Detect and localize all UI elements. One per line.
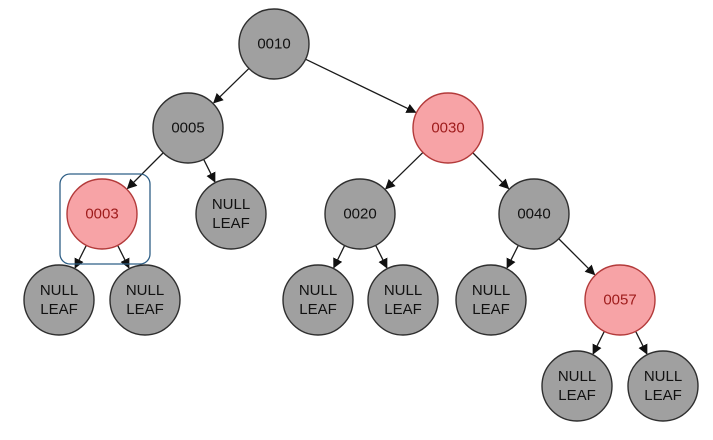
- node-label-null-leaf: NULL: [299, 282, 337, 299]
- tree-node-nl5[interactable]: NULL LEAF: [367, 264, 439, 336]
- edge-n0005-nl1: [203, 159, 216, 183]
- node-label-null-leaf: NULL: [472, 282, 510, 299]
- edge-n0020-nl4: [333, 245, 346, 269]
- node-label-null-leaf: LEAF: [299, 301, 337, 318]
- edge-n0040-n0057: [558, 238, 596, 276]
- node-label-null-leaf: LEAF: [644, 387, 682, 404]
- node-label-0010: 0010: [257, 36, 290, 53]
- tree-node-nl2[interactable]: NULL LEAF: [23, 264, 95, 336]
- selection-layer: [59, 173, 151, 265]
- node-label-null-leaf: LEAF: [472, 301, 510, 318]
- edge-n0010-n0030: [305, 58, 417, 113]
- node-label-null-leaf: NULL: [384, 282, 422, 299]
- node-label-0003: 0003: [85, 206, 118, 223]
- edge-n0020-nl5: [375, 245, 388, 269]
- tree-node-n0010[interactable]: 0010: [238, 8, 310, 80]
- selection-highlight-box: [59, 173, 151, 265]
- tree-node-n0005[interactable]: 0005: [152, 92, 224, 164]
- tree-node-nl6[interactable]: NULL LEAF: [455, 264, 527, 336]
- black-node-circle: [541, 350, 613, 422]
- node-label-null-leaf: NULL: [126, 282, 164, 299]
- node-label-0020: 0020: [343, 206, 376, 223]
- edge-n0040-nl6: [506, 245, 519, 269]
- black-node-circle: [238, 8, 310, 80]
- black-node-circle: [324, 178, 396, 250]
- edge-n0057-nl8: [635, 331, 648, 355]
- node-label-0005: 0005: [171, 120, 204, 137]
- node-label-null-leaf: NULL: [40, 282, 78, 299]
- node-label-null-leaf: LEAF: [126, 301, 164, 318]
- red-node-circle: [66, 178, 138, 250]
- black-node-circle: [23, 264, 95, 336]
- edge-n0030-n0020: [385, 151, 424, 190]
- black-node-circle: [627, 350, 699, 422]
- black-node-circle: [282, 264, 354, 336]
- black-node-circle: [455, 264, 527, 336]
- node-label-0057: 0057: [603, 292, 636, 309]
- edge-n0010-n0005: [213, 67, 250, 104]
- edge-n0005-n0003: [126, 152, 164, 190]
- tree-node-nl3[interactable]: NULL LEAF: [109, 264, 181, 336]
- tree-node-nl7[interactable]: NULL LEAF: [541, 350, 613, 422]
- tree-node-n0020[interactable]: 0020: [324, 178, 396, 250]
- tree-edges: [74, 58, 648, 355]
- node-label-null-leaf: LEAF: [212, 215, 250, 232]
- tree-node-n0040[interactable]: 0040: [498, 178, 570, 250]
- red-node-circle: [584, 264, 656, 336]
- node-label-null-leaf: NULL: [644, 368, 682, 385]
- black-node-circle: [195, 178, 267, 250]
- node-label-null-leaf: LEAF: [558, 387, 596, 404]
- tree-node-n0057[interactable]: 0057: [584, 264, 656, 336]
- black-node-circle: [152, 92, 224, 164]
- edge-n0057-nl7: [592, 331, 605, 355]
- tree-node-n0030[interactable]: 0030: [412, 92, 484, 164]
- tree-node-n0003[interactable]: 0003: [66, 178, 138, 250]
- node-label-null-leaf: LEAF: [40, 301, 78, 318]
- tree-node-nl8[interactable]: NULL LEAF: [627, 350, 699, 422]
- node-label-null-leaf: NULL: [558, 368, 596, 385]
- node-label-null-leaf: LEAF: [384, 301, 422, 318]
- red-node-circle: [412, 92, 484, 164]
- tree-node-nl1[interactable]: NULL LEAF: [195, 178, 267, 250]
- black-node-circle: [498, 178, 570, 250]
- node-label-null-leaf: NULL: [212, 196, 250, 213]
- node-label-0030: 0030: [431, 120, 464, 137]
- edge-n0030-n0040: [472, 152, 510, 190]
- node-label-0040: 0040: [517, 206, 550, 223]
- black-node-circle: [367, 264, 439, 336]
- tree-node-nl4[interactable]: NULL LEAF: [282, 264, 354, 336]
- black-node-circle: [109, 264, 181, 336]
